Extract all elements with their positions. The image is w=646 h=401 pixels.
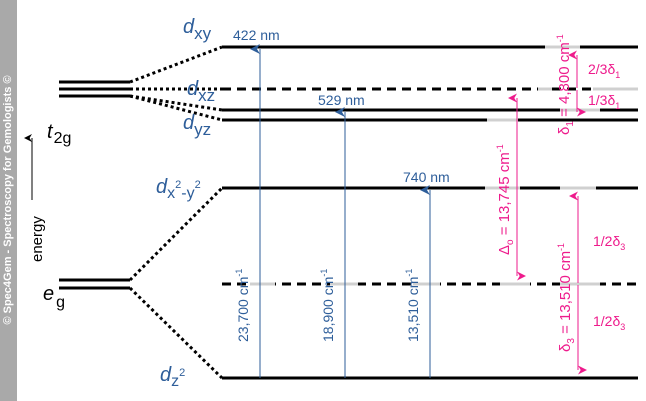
energy-value-2: 18,900 cm-1 <box>319 269 336 342</box>
copyright-sidebar: © Spec4Gem - Spectroscopy for Gemologist… <box>0 0 17 401</box>
half-delta-3-lower-label: 1/2δ3 <box>593 313 625 332</box>
delta-3-label: δ3 = 13,510 cm-1 <box>556 243 577 352</box>
level-connectors <box>128 45 224 380</box>
delta-1-label: δ1 = 4,800 cm-1 <box>555 34 576 135</box>
energy-label: energy <box>29 216 46 262</box>
label-dxy: dxy <box>183 16 212 43</box>
label-dyz: dyz <box>183 112 211 139</box>
wavelength-label-2: 529 nm <box>318 92 365 108</box>
one-third-delta-1-label: 1/3δ1 <box>588 92 620 111</box>
delta-o-label: Δo = 13,745 cm-1 <box>495 144 516 255</box>
wavelength-label-3: 740 nm <box>403 169 450 185</box>
gray-highlights <box>250 45 638 286</box>
t2g-label: t2g <box>47 121 71 147</box>
energy-value-3: 13,510 cm-1 <box>404 269 421 342</box>
label-dz2: dz2 <box>160 364 185 390</box>
label-dxz: dxz <box>187 78 215 105</box>
label-dx2y2: dx2-y2 <box>156 176 201 202</box>
half-delta-3-upper-label: 1/2δ3 <box>593 233 625 252</box>
wavelength-label-1: 422 nm <box>233 27 280 43</box>
energy-value-1: 23,700 cm-1 <box>234 269 251 342</box>
two-thirds-delta-1-label: 2/3δ1 <box>588 61 620 80</box>
